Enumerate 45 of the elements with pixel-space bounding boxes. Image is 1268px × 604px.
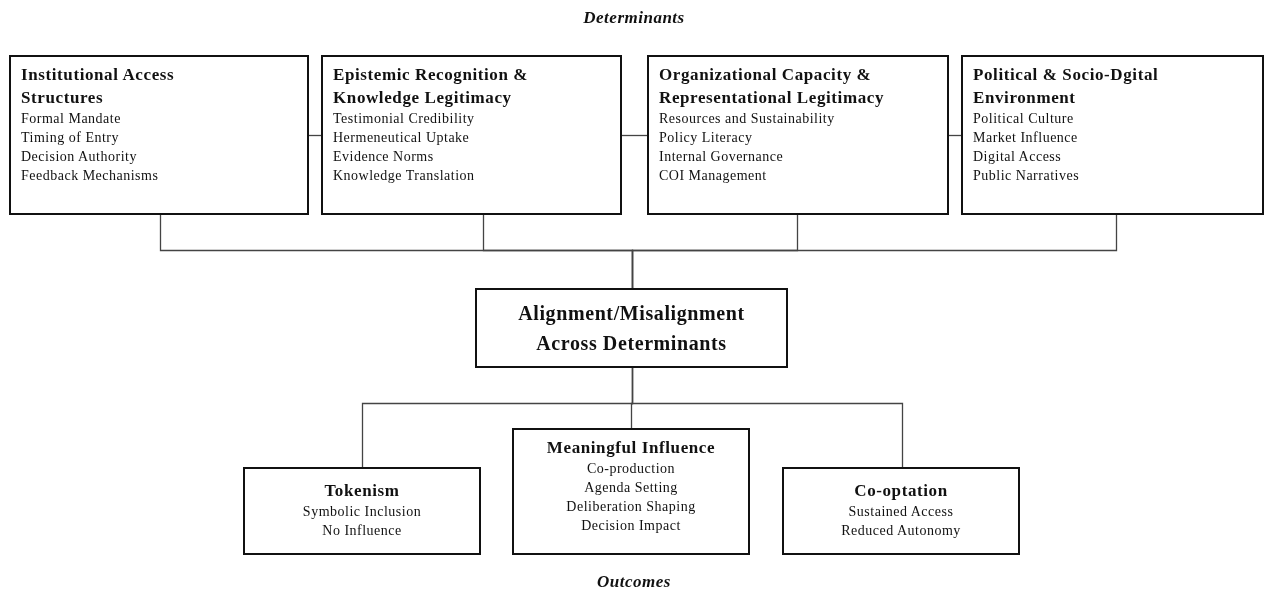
list-item: Knowledge Translation (333, 167, 476, 185)
list-item: Agenda Setting (583, 479, 679, 497)
box-heading: Co-optation (853, 480, 949, 502)
list-item: Testimonial Credibility (333, 110, 476, 128)
category-box (961, 55, 1264, 215)
list-item: Digital Access (973, 148, 1063, 166)
connector-line (621, 134, 648, 137)
list-item: Decision Impact (580, 517, 682, 535)
list-item: Hermeneutical Uptake (333, 129, 471, 147)
list-item: Feedback Mechanisms (21, 167, 160, 185)
category-box (512, 428, 750, 555)
box-heading: Institutional Access Structures (21, 64, 176, 109)
list-item: Market Influence (973, 129, 1079, 147)
box-heading: Epistemic Recognition & Knowledge Legitimacy (333, 64, 530, 109)
list-item: Co-production (585, 460, 677, 478)
diagram-caption: Outcomes (596, 572, 672, 592)
list-item: Internal Governance (659, 148, 785, 166)
box-heading: Meaningful Influence (545, 437, 717, 459)
list-item: Symbolic Inclusion (301, 503, 423, 521)
list-item: Deliberation Shaping (565, 498, 697, 516)
list-item: Public Narratives (973, 167, 1081, 185)
connector-line (631, 214, 1118, 289)
category-box (321, 55, 622, 215)
central-box (475, 288, 788, 368)
list-item: No Influence (321, 522, 403, 540)
list-item: Evidence Norms (333, 148, 435, 166)
list-item: Reduced Autonomy (840, 522, 962, 540)
category-box (782, 467, 1020, 555)
box-heading: Political & Socio-Dgital Environment (973, 64, 1160, 109)
box-heading: Alignment/Misalignment Across Determinants (517, 301, 746, 356)
category-box (647, 55, 949, 215)
list-item: Decision Authority (21, 148, 138, 166)
list-item: Resources and Sustainability (659, 110, 836, 128)
list-item: Formal Mandate (21, 110, 122, 128)
diagram-title: Determinants (582, 8, 686, 28)
list-item: Sustained Access (847, 503, 955, 521)
list-item: COI Management (659, 167, 768, 185)
list-item: Political Culture (973, 110, 1075, 128)
box-heading: Organizational Capacity & Representational Legitimacy (659, 64, 886, 109)
category-box (243, 467, 481, 555)
connector-line (631, 367, 904, 468)
category-box (9, 55, 309, 215)
list-item: Timing of Entry (21, 129, 120, 147)
box-heading: Tokenism (323, 480, 401, 502)
list-item: Policy Literacy (659, 129, 754, 147)
